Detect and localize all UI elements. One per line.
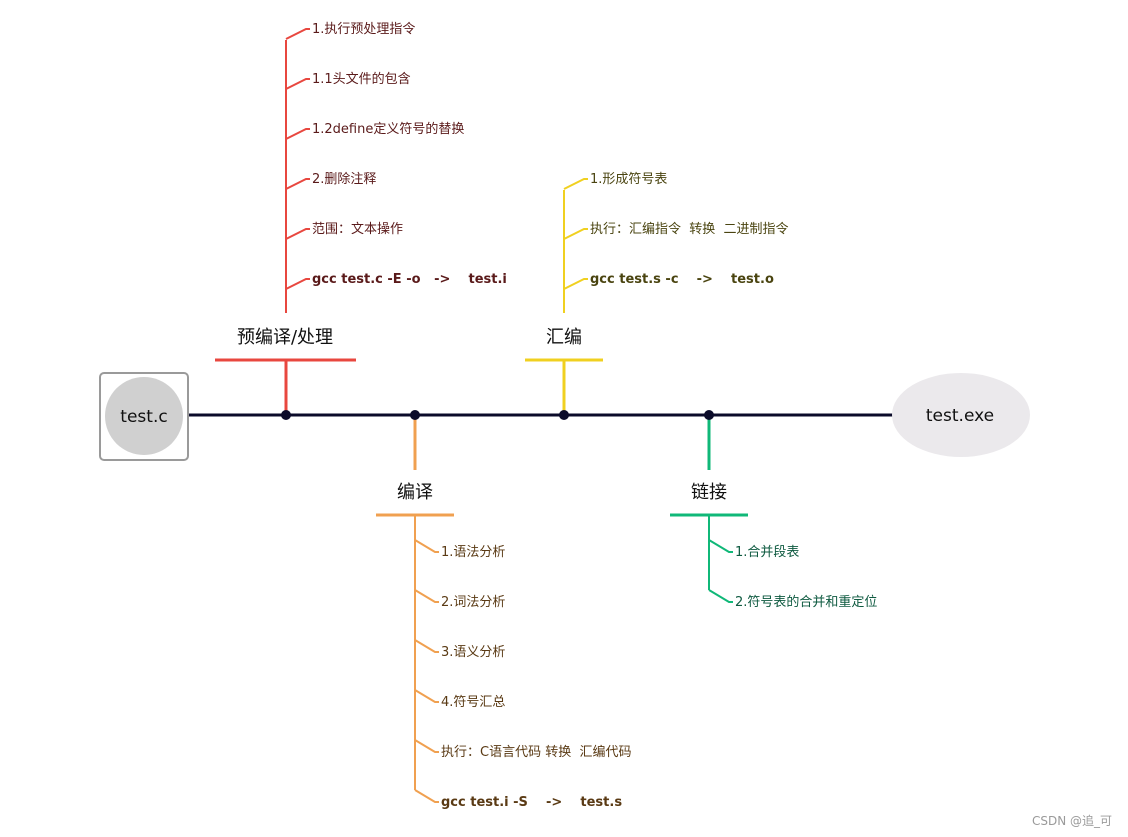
preprocess-item-connector: [285, 128, 310, 140]
preprocess-item-connector: [285, 78, 310, 90]
link-item-1: 1.合并段表: [735, 545, 799, 560]
branch-link: 链接 1.合并段表 2.符号表的合并和重定位: [670, 415, 877, 610]
link-item-connector: [708, 589, 733, 603]
preprocess-item-2: 1.1头文件的包含: [312, 71, 411, 87]
preprocess-item-connector: [285, 278, 310, 290]
compile-item-connector: [414, 739, 439, 753]
compile-item-connector: [414, 689, 439, 703]
compile-item-connector: [414, 589, 439, 603]
assemble-item-3: gcc test.s -c -> test.o: [590, 272, 774, 287]
preprocess-item-3: 1.2define定义符号的替换: [312, 121, 464, 137]
junction-dot-assemble: [559, 410, 569, 420]
preprocess-item-connector: [285, 228, 310, 240]
preprocess-item-6: gcc test.c -E -o -> test.i: [312, 272, 507, 287]
preprocess-item-connector: [285, 178, 310, 190]
assemble-item-1: 1.形成符号表: [590, 171, 667, 187]
start-node[interactable]: test.c: [99, 372, 189, 461]
preprocess-item-4: 2.删除注释: [312, 172, 376, 187]
preprocess-item-1: 1.执行预处理指令: [312, 22, 415, 37]
compile-title: 编译: [397, 482, 433, 503]
compile-item-connector: [414, 639, 439, 653]
end-node[interactable]: test.exe: [892, 373, 1030, 457]
preprocess-item-5: 范围：文本操作: [312, 221, 403, 237]
assemble-item-2: 执行：汇编指令 转换 二进制指令: [590, 222, 789, 237]
start-node-label: test.c: [120, 407, 167, 427]
compile-item-connector: [414, 539, 439, 553]
link-item-2: 2.符号表的合并和重定位: [735, 594, 877, 610]
preprocess-title: 预编译/处理: [237, 327, 333, 348]
end-node-label: test.exe: [926, 406, 994, 426]
junction-dot-link: [704, 410, 714, 420]
compile-item-4: 4.符号汇总: [441, 694, 505, 710]
compile-item-2: 2.词法分析: [441, 595, 505, 610]
compile-item-3: 3.语义分析: [441, 645, 505, 660]
watermark: CSDN @追_可: [1031, 814, 1112, 828]
junction-dot-preprocess: [281, 410, 291, 420]
assemble-item-connector: [563, 278, 588, 290]
assemble-title: 汇编: [546, 327, 582, 348]
preprocess-item-connector: [285, 28, 310, 40]
compile-item-6: gcc test.i -S -> test.s: [441, 795, 622, 810]
link-item-connector: [708, 539, 733, 553]
assemble-item-connector: [563, 228, 588, 240]
junction-dot-compile: [410, 410, 420, 420]
branch-preprocess: 预编译/处理 1.执行预处理指令 1.1头文件的包含 1.2define定义符号的替…: [215, 22, 507, 415]
compile-item-connector: [414, 789, 439, 803]
compile-item-1: 1.语法分析: [441, 545, 505, 560]
compile-item-5: 执行：C语言代码 转换 汇编代码: [441, 745, 631, 760]
assemble-item-connector: [563, 178, 588, 190]
link-title: 链接: [691, 482, 727, 503]
